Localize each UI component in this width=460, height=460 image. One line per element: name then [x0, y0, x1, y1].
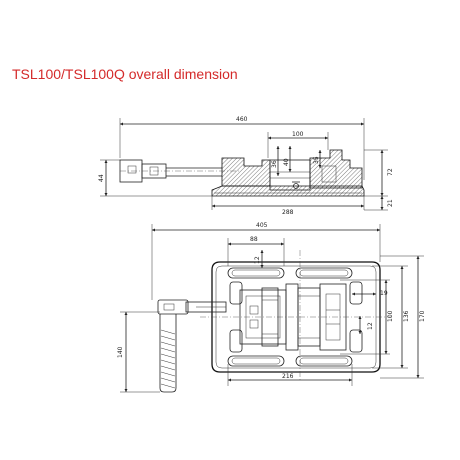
side-handle-slot — [127, 165, 137, 174]
dim-405: 405 — [256, 222, 268, 229]
dim-216: 216 — [282, 373, 294, 380]
dim-44: 44 — [98, 174, 105, 182]
dimension-labels: 460 100 36 40 35 72 44 288 21 405 88 12 … — [98, 116, 426, 380]
side-view — [100, 118, 388, 211]
side-movable-jaw — [221, 157, 271, 187]
dim-36: 36 — [271, 160, 278, 168]
dim-136: 136 — [403, 310, 410, 322]
dim-100-side: 100 — [387, 310, 394, 322]
dim-21: 21 — [387, 199, 394, 207]
top-handle-grip — [159, 314, 177, 393]
dim-460: 460 — [236, 116, 248, 123]
dim-72: 72 — [387, 168, 394, 176]
slot-bottom-right — [295, 355, 353, 367]
dim-100-top: 100 — [292, 131, 304, 138]
slot-top-right — [295, 267, 353, 279]
slot-top-left — [227, 267, 285, 279]
dim-19: 19 — [380, 290, 388, 297]
top-handle-hub — [157, 299, 189, 315]
dim-288: 288 — [282, 209, 294, 216]
dim-88: 88 — [250, 236, 258, 243]
slot-bottom-left — [227, 355, 285, 367]
dim-12-top: 12 — [254, 256, 261, 264]
top-base — [211, 261, 381, 373]
dim-35: 35 — [313, 156, 320, 164]
dim-170: 170 — [419, 310, 426, 322]
handle-knurl — [160, 329, 176, 389]
dim-40: 40 — [283, 158, 290, 166]
dim-140: 140 — [117, 346, 124, 358]
page-title: TSL100/TSL100Q overall dimension — [12, 66, 238, 82]
side-base — [211, 185, 365, 197]
dim-12-right: 12 — [367, 322, 374, 330]
top-view — [120, 224, 424, 393]
